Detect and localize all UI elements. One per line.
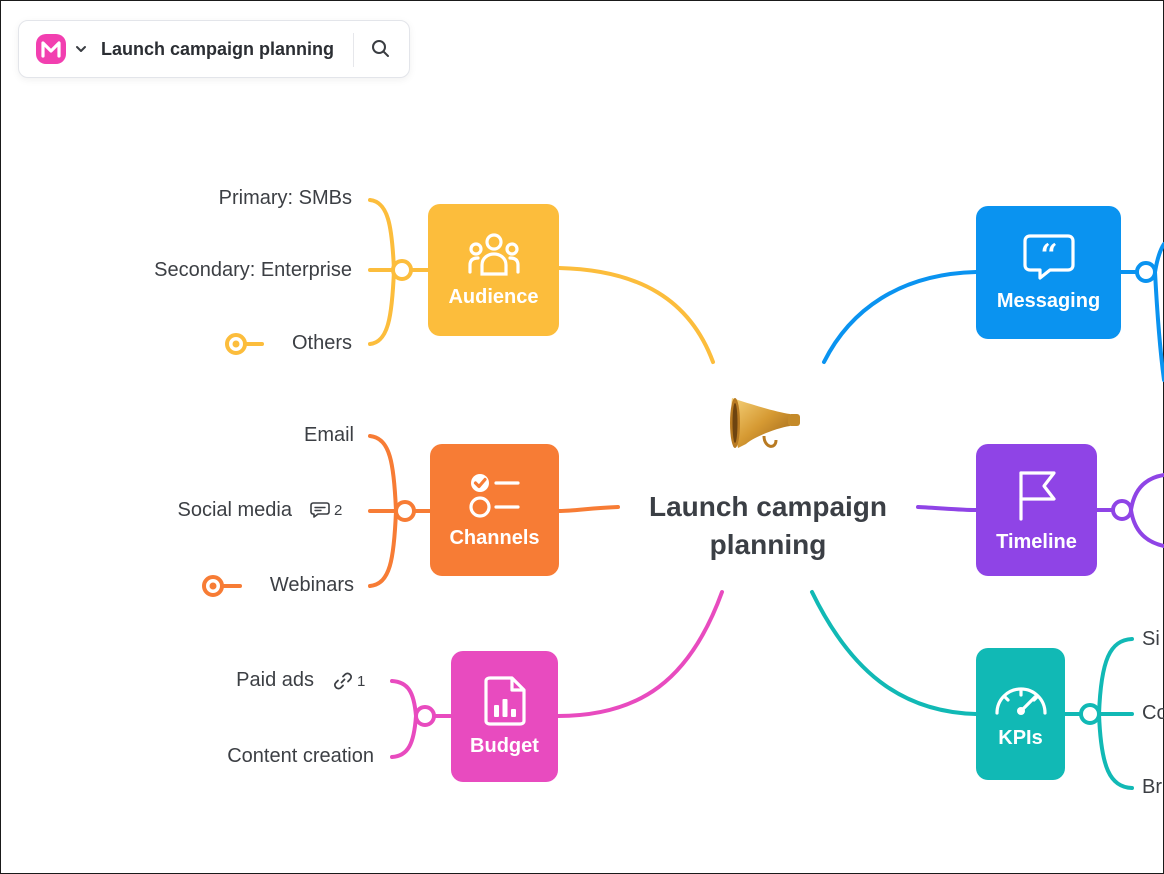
document-title[interactable]: Launch campaign planning (101, 38, 335, 59)
comment-icon (310, 502, 330, 518)
leaf-kpis-1[interactable]: Si (1142, 628, 1160, 650)
timeline-hub-node (1111, 499, 1133, 521)
document-toolbar: Launch campaign planning (18, 20, 410, 78)
topic-kpis-label: KPIs (998, 726, 1043, 749)
kpis-hub-node (1079, 703, 1101, 725)
messaging-hub-node (1135, 261, 1157, 283)
leaf-channels-email[interactable]: Email (303, 424, 354, 446)
connector-timeline-up (1129, 473, 1164, 512)
budget-hub-node (414, 705, 436, 727)
topic-audience-label: Audience (448, 285, 539, 308)
connector-center-channels (556, 505, 620, 513)
topic-timeline[interactable]: Timeline (976, 444, 1097, 576)
connector-center-budget (556, 590, 724, 718)
report-chart-icon (483, 676, 526, 726)
connector-channels-email (368, 434, 398, 513)
flag-icon (1018, 470, 1056, 521)
connector-timeline-down (1129, 508, 1164, 548)
chevron-down-icon[interactable] (75, 43, 87, 55)
leaf-audience-primary[interactable]: Primary: SMBs (218, 187, 352, 209)
leaf-channels-webinars[interactable]: Webinars (269, 574, 354, 596)
connector-center-messaging (822, 270, 978, 364)
leaf-budget-paid-ads[interactable]: Paid ads (236, 669, 314, 691)
comment-count: 2 (334, 501, 343, 519)
central-topic-line-2: planning (709, 529, 827, 560)
connector-messaging-down (1153, 270, 1164, 382)
channels-hub-node (394, 500, 416, 522)
topic-messaging[interactable]: “ Messaging (976, 206, 1121, 339)
connector-audience-primary (368, 198, 396, 272)
connector-budget-paid (390, 679, 418, 718)
connector-center-timeline (916, 505, 978, 512)
comment-count-badge[interactable]: 2 (310, 501, 342, 519)
leaf-channels-social-media[interactable]: Social media (177, 499, 292, 521)
leaf-budget-content-creation[interactable]: Content creation (227, 745, 374, 767)
topic-messaging-label: Messaging (996, 290, 1101, 312)
search-icon[interactable] (369, 37, 393, 61)
leaf-audience-secondary[interactable]: Secondary: Enterprise (154, 259, 352, 281)
quote-bubble-icon: “ (1022, 234, 1075, 280)
connector-budget-content (390, 714, 418, 759)
leaf-kpis-2[interactable]: Co (1142, 702, 1164, 724)
central-topic-line-1: Launch campaign (648, 491, 888, 522)
central-topic[interactable]: Launch campaign planning (618, 488, 918, 564)
connector-channels-webinars (368, 509, 398, 588)
connector-center-audience (557, 266, 715, 364)
leaf-kpis-3[interactable]: Br (1142, 776, 1162, 798)
topic-channels-label: Channels (449, 526, 540, 549)
speedometer-icon (994, 686, 1047, 715)
topic-budget[interactable]: Budget (451, 651, 558, 782)
link-count: 1 (357, 672, 366, 690)
connector-kpis-br (1097, 712, 1134, 790)
link-count-badge[interactable]: 1 (333, 671, 365, 691)
connector-audience-others (368, 268, 396, 346)
connector-center-kpis (810, 590, 978, 716)
topic-kpis[interactable]: KPIs (976, 648, 1065, 780)
topic-channels[interactable]: Channels (430, 444, 559, 576)
svg-text:“: “ (1040, 238, 1057, 273)
checklist-icon (468, 473, 520, 518)
topic-budget-label: Budget (470, 735, 539, 757)
topic-timeline-label: Timeline (996, 530, 1077, 553)
audience-hub-node (391, 259, 413, 281)
connector-kpis-si (1097, 637, 1134, 716)
connector-messaging-up (1153, 242, 1164, 274)
mindmap-logo-icon[interactable] (35, 33, 67, 65)
users-group-icon (467, 232, 520, 276)
link-icon (333, 672, 353, 690)
leaf-audience-others[interactable]: Others (291, 332, 352, 354)
topic-audience[interactable]: Audience (428, 204, 559, 336)
toolbar-divider (353, 33, 354, 67)
megaphone-icon (730, 398, 800, 448)
